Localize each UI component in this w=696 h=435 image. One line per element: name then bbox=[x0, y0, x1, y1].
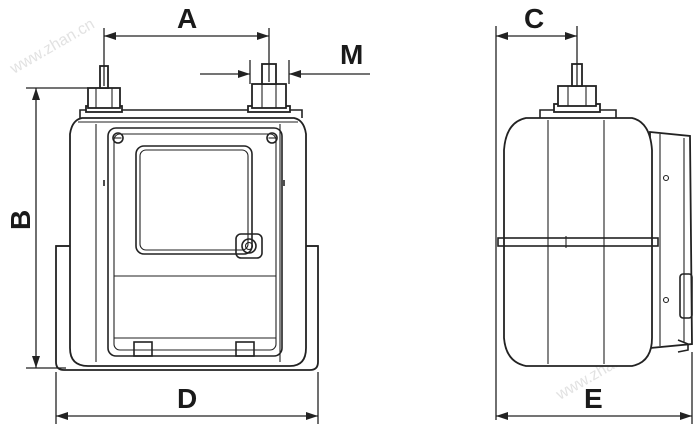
front-main-body bbox=[69, 117, 307, 367]
dim-label-D: D bbox=[177, 383, 197, 414]
dim-E-arrow-right bbox=[680, 412, 692, 420]
dim-label-M: M bbox=[340, 39, 363, 70]
dim-D-arrow-left bbox=[56, 412, 68, 420]
dimension-D: D bbox=[55, 372, 319, 424]
dim-label-C: C bbox=[524, 3, 544, 34]
front-button-frame bbox=[235, 233, 263, 259]
side-connector-nut bbox=[557, 85, 597, 107]
dim-B-arrow-bottom bbox=[32, 356, 40, 368]
dimension-B: B bbox=[5, 87, 88, 369]
dim-M-arrow-left bbox=[238, 70, 250, 78]
dim-C-arrow-left bbox=[496, 32, 508, 40]
side-flange-dot-2 bbox=[662, 296, 670, 304]
dim-A-arrow-left bbox=[104, 32, 116, 40]
side-main-body bbox=[503, 117, 653, 367]
right-connector-nut bbox=[251, 83, 287, 109]
side-flange-hook bbox=[677, 339, 689, 353]
dimension-A: A bbox=[103, 3, 270, 86]
dim-B-arrow-top bbox=[32, 88, 40, 100]
dim-M-arrow-right bbox=[289, 70, 301, 78]
left-connector-nut bbox=[87, 87, 121, 109]
front-view bbox=[55, 63, 319, 371]
dim-label-B: B bbox=[5, 210, 36, 230]
display-window bbox=[135, 145, 253, 255]
watermark-left: www.zhan.cn bbox=[7, 16, 98, 78]
side-flange-dot-1 bbox=[662, 174, 670, 182]
front-button-center bbox=[244, 241, 254, 251]
dim-A-arrow-right bbox=[257, 32, 269, 40]
side-flange-latch bbox=[679, 273, 693, 319]
bottom-tab-right bbox=[235, 341, 255, 357]
side-view bbox=[497, 63, 693, 367]
dim-label-E: E bbox=[584, 383, 603, 414]
dim-E-arrow-left bbox=[496, 412, 508, 420]
side-seam-band bbox=[497, 237, 659, 247]
display-window-inner bbox=[139, 149, 249, 251]
front-panel bbox=[107, 127, 283, 357]
dimension-E: E bbox=[496, 352, 693, 424]
dimension-M: M bbox=[200, 39, 370, 84]
front-panel-inner bbox=[113, 133, 277, 351]
dim-D-arrow-right bbox=[306, 412, 318, 420]
side-rear-flange bbox=[649, 131, 693, 349]
front-button-icon bbox=[241, 238, 257, 254]
screw-left-icon bbox=[112, 132, 124, 144]
dim-C-arrow-right bbox=[565, 32, 577, 40]
screw-right-icon bbox=[266, 132, 278, 144]
bottom-tab-left bbox=[133, 341, 153, 357]
dim-label-A: A bbox=[177, 3, 197, 34]
dimension-C: C bbox=[495, 3, 578, 420]
front-top-plate bbox=[79, 109, 303, 118]
